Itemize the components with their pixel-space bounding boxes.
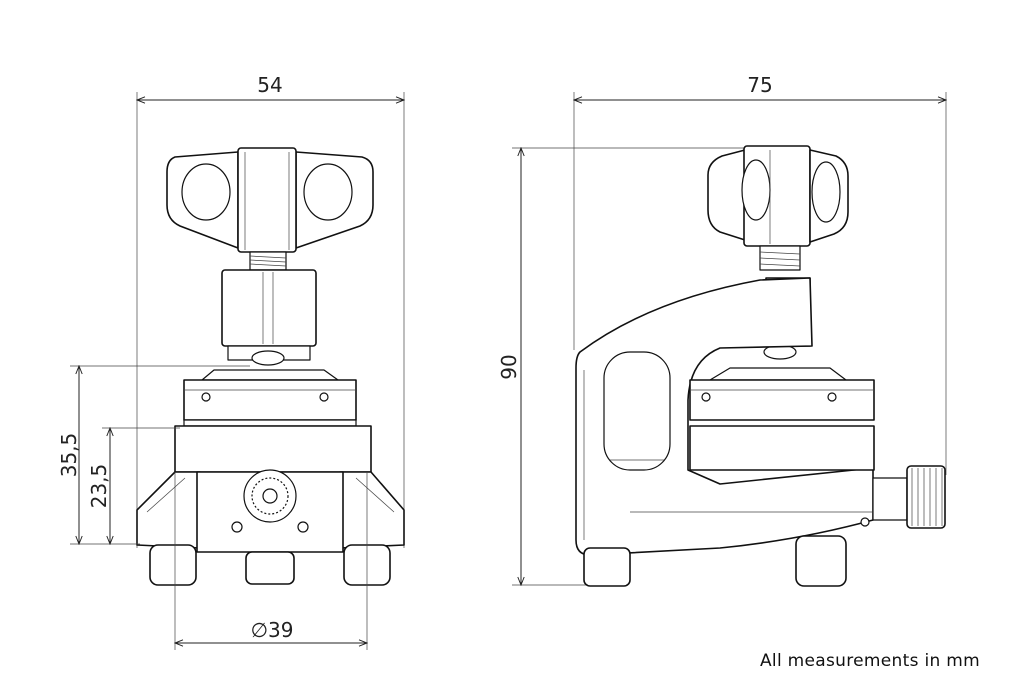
threaded-spindle (221, 251, 317, 366)
foot-right-side (795, 535, 847, 587)
front-width-label: 54 (257, 73, 282, 97)
height-label: 90 (497, 354, 521, 379)
side-view: 75 90 (497, 73, 946, 587)
side-width-label: 75 (747, 73, 772, 97)
side-knurled-screw (872, 465, 946, 529)
c-frame (575, 277, 874, 556)
knob-handle (166, 147, 374, 253)
base-block (136, 425, 405, 586)
clamp-plate (183, 369, 357, 427)
height-23-5-label: 23,5 (87, 464, 111, 509)
measurement-unit-note: All measurements in mm (760, 651, 980, 671)
foot-left-side (583, 547, 631, 587)
knob-side (707, 145, 849, 247)
front-view: 54 35,5 23,5 ∅39 (57, 73, 404, 650)
side-grip (603, 351, 671, 471)
clamp-plate-side (689, 367, 875, 527)
diameter-label: ∅39 (251, 618, 294, 642)
height-35-5-label: 35,5 (57, 433, 81, 478)
